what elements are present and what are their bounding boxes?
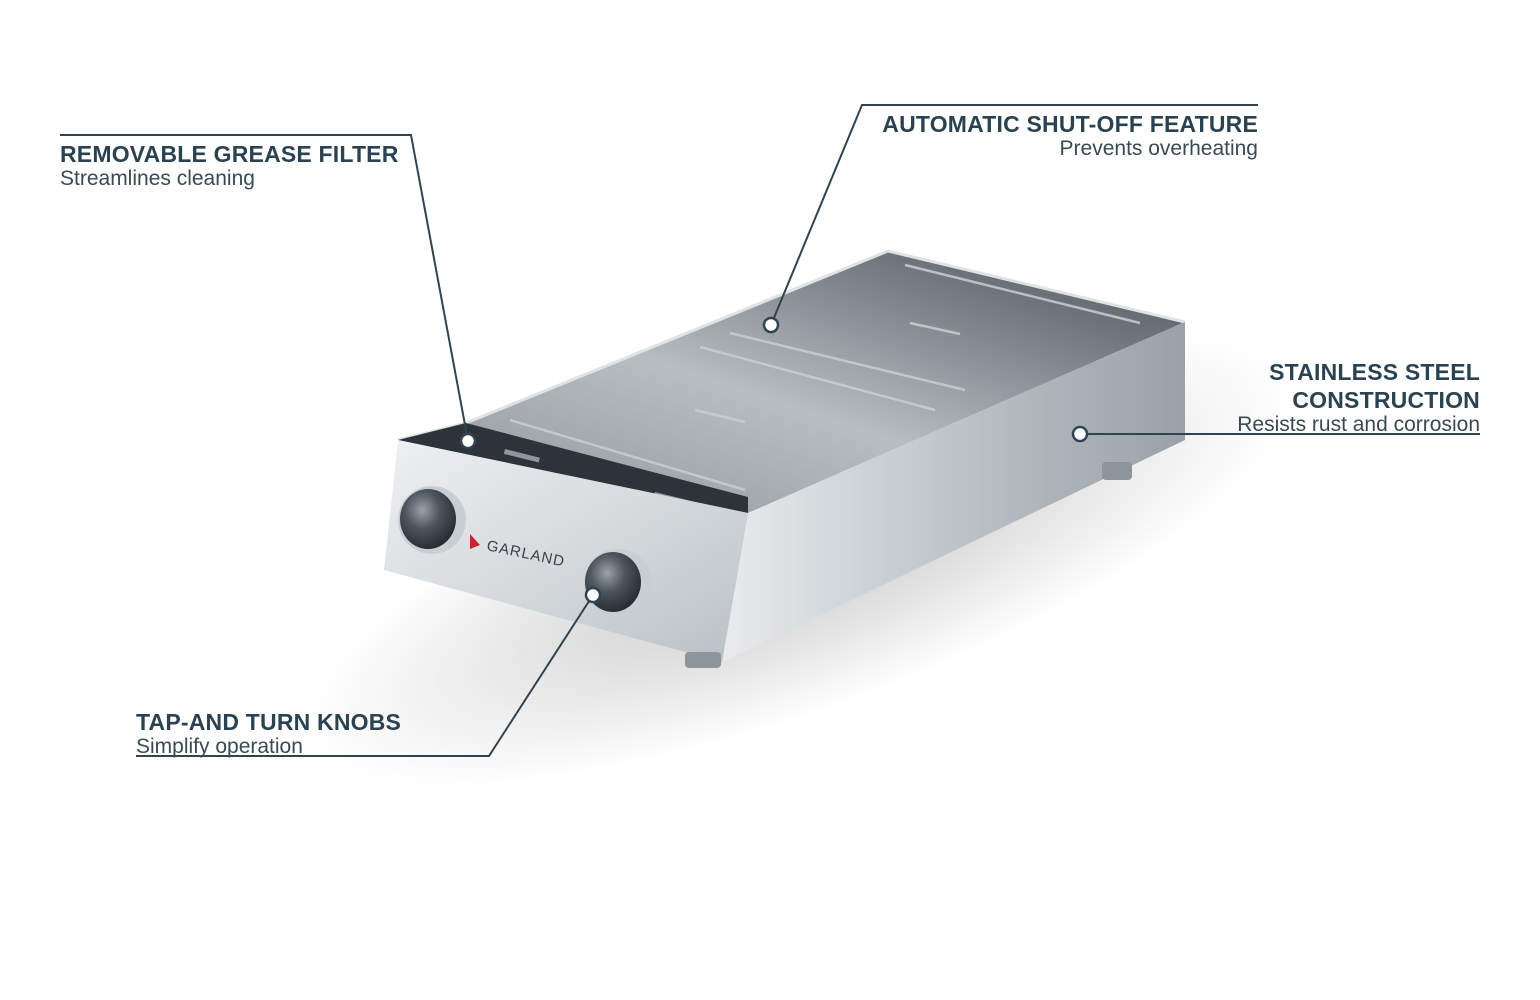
dot-grease-filter	[459, 432, 477, 450]
callout-title: STAINLESS STEEL CONSTRUCTION	[1269, 359, 1480, 413]
induction-cooktop: GARLAND	[384, 249, 1186, 668]
front-panel	[384, 440, 748, 662]
callout-lines	[60, 104, 1480, 757]
right-knob[interactable]	[584, 549, 652, 617]
callout-subtitle: Simplify operation	[136, 735, 303, 758]
callout-line-shut-off	[770, 104, 1258, 326]
callout-dots	[459, 316, 1089, 604]
dot-knobs	[584, 586, 602, 604]
callout-shut-off: AUTOMATIC SHUT-OFF FEATURE Prevents over…	[858, 110, 1258, 160]
callout-grease-filter: REMOVABLE GREASE FILTER Streamlines clea…	[60, 140, 460, 190]
dot-stainless	[1071, 425, 1089, 443]
control-strip	[398, 423, 748, 513]
dot-shut-off	[762, 316, 780, 334]
callout-subtitle: Streamlines cleaning	[60, 167, 255, 190]
callout-line-knobs	[136, 594, 594, 757]
callout-line-grease-filter	[60, 134, 469, 442]
side-panel	[722, 322, 1185, 662]
callout-subtitle: Resists rust and corrosion	[1237, 413, 1480, 436]
cooktop-glass-top	[398, 251, 1185, 513]
callout-knobs: TAP-AND TURN KNOBS Simplify operation	[136, 708, 496, 758]
callout-stainless: STAINLESS STEEL CONSTRUCTION Resists rus…	[1220, 358, 1480, 436]
burner-markings	[509, 263, 1141, 492]
left-knob[interactable]	[398, 486, 466, 554]
foot-front	[685, 652, 721, 668]
callout-title: TAP-AND TURN KNOBS	[136, 709, 402, 735]
callout-title: REMOVABLE GREASE FILTER	[60, 141, 399, 167]
foot-side	[1102, 462, 1132, 480]
callout-title: AUTOMATIC SHUT-OFF FEATURE	[882, 111, 1258, 137]
callout-subtitle: Prevents overheating	[1059, 137, 1258, 160]
